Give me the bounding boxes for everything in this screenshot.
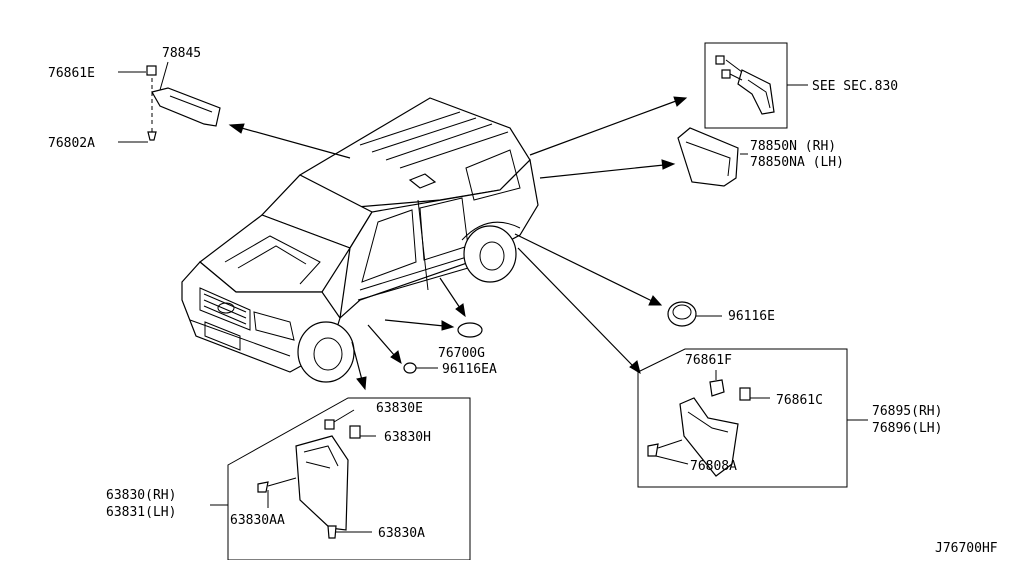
label-76861C: 76861C: [776, 393, 823, 408]
clip-63830E: [324, 419, 335, 430]
label-76802A: 76802A: [48, 136, 95, 151]
screw-76802A: [147, 131, 157, 141]
label-78850N: 78850N (RH): [750, 139, 836, 154]
cap-76700G: [457, 322, 483, 338]
label-78845: 78845: [162, 46, 201, 61]
see-sec-830-box: [704, 42, 808, 129]
roof-molding-parts: [118, 61, 221, 143]
clip-76861E: [146, 65, 157, 76]
mudguard-76895: [679, 397, 739, 477]
clip-76861F: [709, 379, 725, 397]
part-labels: 76861E 78845 76802A SEE SEC.830 78850N (…: [48, 46, 998, 556]
clip-63830H: [349, 425, 361, 439]
mudguard-63830: [295, 435, 349, 531]
label-76700G: 76700G: [438, 346, 485, 361]
label-76861F: 76861F: [685, 353, 732, 368]
roof-molding-78845: [151, 87, 221, 127]
label-63831-lh: 63831(LH): [106, 505, 176, 520]
label-78850NA: 78850NA (LH): [750, 155, 844, 170]
front-mudguard-box: [210, 397, 471, 561]
clip-76861C: [739, 387, 751, 401]
vehicle-illustration: [181, 97, 539, 383]
arrows: [228, 96, 688, 391]
label-76895-rh: 76895(RH): [872, 404, 942, 419]
screw-63830AA: [257, 481, 269, 493]
label-96116EA: 96116EA: [442, 362, 497, 377]
label-63830H: 63830H: [384, 430, 431, 445]
label-63830E: 63830E: [376, 401, 423, 416]
label-63830A: 63830A: [378, 526, 425, 541]
label-76861E: 76861E: [48, 66, 95, 81]
rear-mudguard-box: [637, 348, 868, 488]
screw-63830A: [327, 525, 337, 539]
diagram-code: J76700HF: [935, 541, 998, 556]
molding-78850N: [677, 127, 748, 187]
screw-76808A: [647, 443, 659, 457]
label-76896-lh: 76896(LH): [872, 421, 942, 436]
label-see-sec-830: SEE SEC.830: [812, 79, 898, 94]
grommet-96116EA: [403, 362, 438, 374]
grommet-96116E: [667, 301, 722, 327]
label-63830AA: 63830AA: [230, 513, 285, 528]
label-76808A: 76808A: [690, 459, 737, 474]
label-63830-rh: 63830(RH): [106, 488, 176, 503]
label-96116E: 96116E: [728, 309, 775, 324]
